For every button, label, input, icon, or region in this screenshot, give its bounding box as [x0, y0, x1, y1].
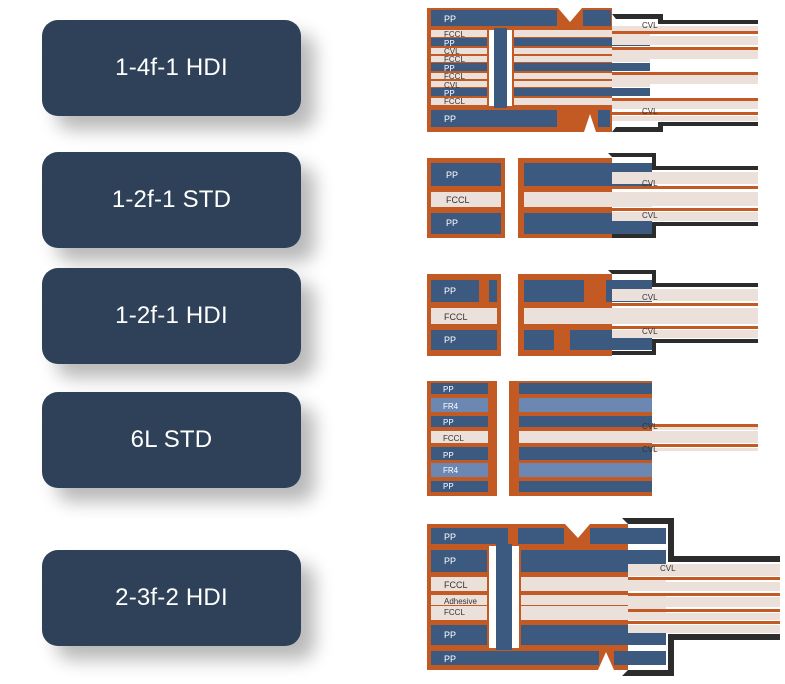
- cvl-label: CVL: [642, 21, 658, 30]
- stackup-label: 2-3f-2 HDI: [115, 584, 228, 611]
- layer-label: PP: [444, 286, 456, 296]
- layer-label: PP: [444, 39, 455, 48]
- layer-label: FCCL: [444, 580, 468, 590]
- cvl-label: CVL: [642, 107, 658, 116]
- layer-label: PP: [446, 218, 458, 228]
- stackup-label: 1-4f-1 HDI: [115, 54, 228, 81]
- cvl-label: CVL: [642, 422, 658, 431]
- layer-label: PP: [444, 89, 455, 98]
- layer-label: Adhesive: [444, 597, 477, 606]
- layer-label: PP: [444, 114, 456, 124]
- layer-label: PP: [444, 64, 455, 73]
- layer-label: FCCL: [446, 195, 470, 205]
- layer-label: FCCL: [444, 608, 465, 617]
- cvl-label: CVL: [642, 445, 658, 454]
- layer-label: PP: [444, 335, 456, 345]
- diagram-2-3f-2-hdi: PP PP FCCL Adhesive FCCL PP PP CVL: [427, 518, 780, 676]
- layer-label: PP: [444, 556, 456, 566]
- stackup-button-6l-std[interactable]: 6L STD: [42, 392, 301, 488]
- cvl-label: CVL: [642, 211, 658, 220]
- stackup-label: 1-2f-1 HDI: [115, 302, 228, 329]
- stackup-label: 6L STD: [130, 426, 213, 453]
- layer-label: PP: [443, 482, 454, 491]
- layer-label: PP: [444, 532, 456, 542]
- layer-label: FCCL: [444, 55, 465, 64]
- diagram-1-4f-1-hdi: PP FCCL PP CVL FCCL PP FCCL CVL PP FCCL …: [427, 8, 758, 132]
- layer-label: PP: [443, 385, 454, 394]
- stackup-button-1-4f-1-hdi[interactable]: 1-4f-1 HDI: [42, 20, 301, 116]
- stackup-button-1-2f-1-hdi[interactable]: 1-2f-1 HDI: [42, 268, 301, 364]
- layer-label: CVL: [444, 81, 460, 90]
- stackup-label: 1-2f-1 STD: [111, 186, 232, 213]
- cvl-label: CVL: [660, 564, 676, 573]
- layer-label: PP: [444, 14, 456, 24]
- layer-label: FCCL: [443, 434, 464, 443]
- diagram-1-2f-1-std: PP FCCL PP CVL CVL: [427, 153, 758, 238]
- cvl-label: CVL: [642, 293, 658, 302]
- layer-label: FCCL: [444, 312, 468, 322]
- layer-label: PP: [444, 654, 456, 664]
- stackup-button-1-2f-1-std[interactable]: 1-2f-1 STD: [42, 152, 301, 248]
- layer-label: FCCL: [444, 30, 465, 39]
- layer-label: PP: [443, 418, 454, 427]
- diagram-1-2f-1-hdi: PP FCCL PP CVL CVL: [427, 270, 758, 356]
- layer-label: FCCL: [444, 97, 465, 106]
- layer-label: CVL: [444, 47, 460, 56]
- layer-label: PP: [446, 170, 458, 180]
- cvl-label: CVL: [642, 327, 658, 336]
- layer-label: PP: [444, 630, 456, 640]
- layer-label: PP: [443, 451, 454, 460]
- stackup-button-2-3f-2-hdi[interactable]: 2-3f-2 HDI: [42, 550, 301, 646]
- layer-label: FR4: [443, 402, 459, 411]
- diagram-6l-std: PP FR4 PP FCCL PP FR4 PP CVL CVL: [427, 381, 758, 496]
- layer-label: FR4: [443, 466, 459, 475]
- layer-label: FCCL: [444, 72, 465, 81]
- cvl-label: CVL: [642, 179, 658, 188]
